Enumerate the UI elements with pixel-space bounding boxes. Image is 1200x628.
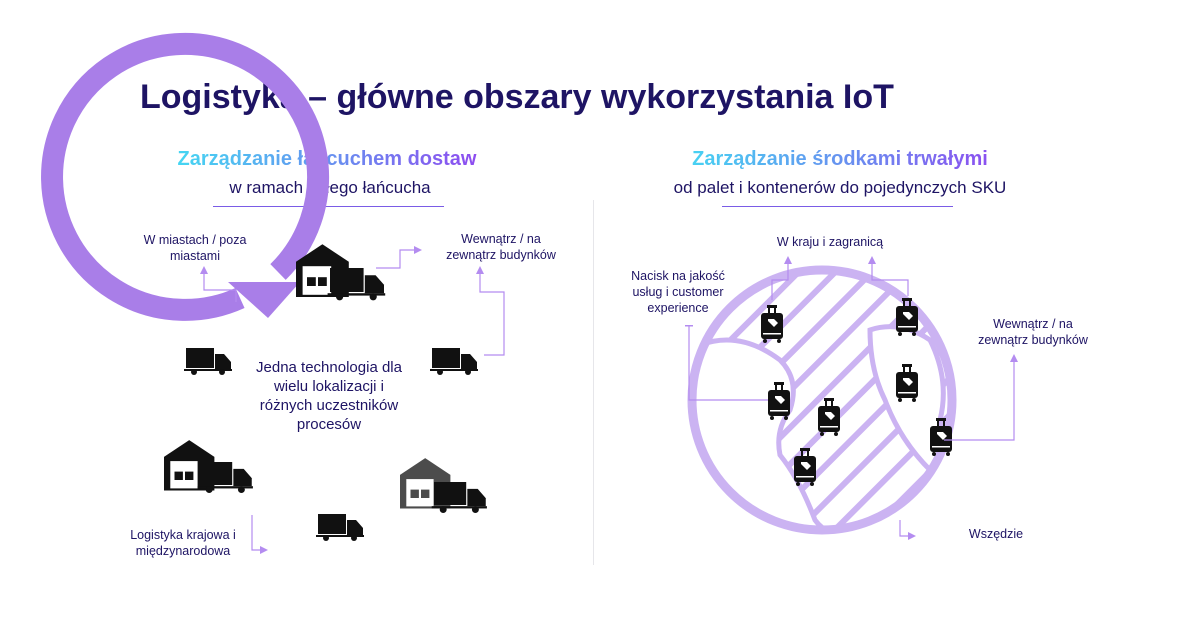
label-buildings-left: Wewnątrz / na zewnątrz budynków — [436, 231, 566, 263]
label-line: Logistyka krajowa i — [130, 528, 236, 542]
label-line: Nacisk na jakość — [631, 269, 725, 283]
center-text-line: wielu lokalizacji i — [273, 378, 385, 395]
cycle-center-text: Jedna technologia dla wielu lokalizacji … — [244, 358, 414, 434]
warehouse-truck-icon-bottom-right — [400, 458, 487, 514]
label-buildings-right: Wewnątrz / na zewnątrz budynków — [968, 316, 1098, 348]
label-line: W miastach / poza — [143, 233, 247, 247]
asset-management-subheading: od palet i kontenerów do pojedynczych SK… — [673, 178, 1007, 197]
label-line: miastami — [169, 249, 220, 263]
label-line: usług i customer — [632, 285, 724, 299]
left-connectors — [203, 249, 505, 551]
label-line: Wewnątrz / na — [993, 317, 1073, 331]
label-cities: W miastach / poza miastami — [130, 232, 260, 264]
label-line: zewnątrz budynków — [446, 248, 556, 262]
truck-icon-left — [184, 348, 232, 375]
center-text-line: procesów — [296, 416, 362, 433]
truck-icon-bottom — [316, 514, 364, 541]
label-line: międzynarodowa — [135, 544, 231, 558]
center-text-line: różnych uczestników — [259, 397, 399, 414]
left-divider-rule — [213, 206, 444, 207]
right-connectors — [688, 262, 1015, 537]
process-cycle-ring — [41, 32, 330, 321]
label-quality: Nacisk na jakość usług i customer experi… — [618, 268, 738, 316]
label-everywhere: Wszędzie — [968, 527, 1024, 541]
supply-chain-subheading: w ramach całego łańcucha — [229, 178, 431, 197]
label-country: W kraju i zagranicą — [776, 235, 884, 249]
truck-icon-right — [430, 348, 478, 375]
ring-arrowhead — [228, 282, 300, 318]
section-divider — [593, 200, 594, 565]
label-line: experience — [647, 301, 709, 315]
warehouse-truck-icon-bottom-left — [164, 440, 253, 494]
label-national-logistics: Logistyka krajowa i międzynarodowa — [118, 527, 248, 559]
left-arrowheads — [200, 246, 484, 554]
warehouse-truck-icon-top — [296, 244, 386, 301]
center-text-line: Jedna technologia dla — [256, 359, 402, 376]
label-line: Wewnątrz / na — [461, 232, 541, 246]
asset-management-heading: Zarządzanie środkami trwałymi — [680, 148, 1000, 171]
label-line: zewnątrz budynków — [978, 333, 1088, 347]
right-arrowheads — [685, 256, 1018, 540]
right-divider-rule — [722, 206, 953, 207]
